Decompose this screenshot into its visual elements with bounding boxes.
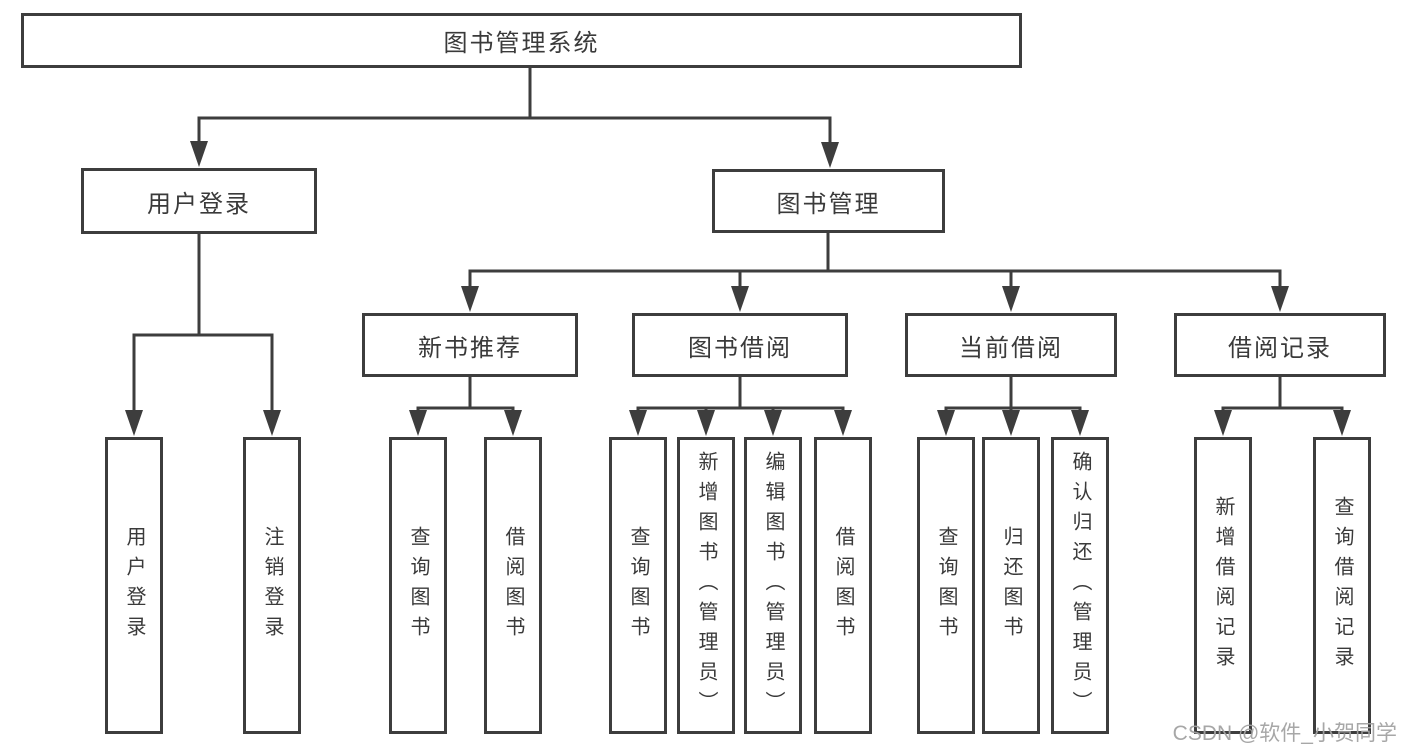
connector-book-management: [468, 231, 1282, 292]
node-user-login: 用户登录: [81, 168, 317, 234]
connector-borrow-records: [1221, 375, 1344, 415]
connector-user-login: [132, 232, 274, 416]
csdn-watermark: CSDN @软件_小贺同学: [1172, 722, 1397, 745]
leaf-logout: 注销登录: [243, 437, 301, 734]
leaf-add-borrow-record: 新增借阅记录: [1194, 437, 1252, 734]
node-borrow-records: 借阅记录: [1174, 313, 1386, 377]
leaf-borrow-books: 借阅图书: [814, 437, 872, 734]
leaf-edit-books-admin: 编辑图书（管理员）: [744, 437, 802, 734]
leaf-confirm-return-admin: 确认归还（管理员）: [1051, 437, 1109, 734]
connector-book-borrow: [636, 375, 845, 415]
leaf-add-books-admin: 新增图书（管理员）: [677, 437, 735, 734]
leaf-user-login: 用户登录: [105, 437, 163, 734]
leaf-return-books: 归还图书: [982, 437, 1040, 734]
leaf-borrow-books-recommend: 借阅图书: [484, 437, 542, 734]
leaf-query-borrow-record: 查询借阅记录: [1313, 437, 1371, 734]
leaf-query-books-borrow: 查询图书: [609, 437, 667, 734]
node-book-borrow: 图书借阅: [632, 313, 848, 377]
connector-root: [197, 66, 832, 148]
leaf-query-books-recommend: 查询图书: [389, 437, 447, 734]
leaf-query-books-current: 查询图书: [917, 437, 975, 734]
node-current-borrow: 当前借阅: [905, 313, 1117, 377]
node-library-management-system: 图书管理系统: [21, 13, 1022, 68]
connector-current-borrow: [944, 375, 1082, 415]
node-new-book-recommend: 新书推荐: [362, 313, 578, 377]
node-book-management: 图书管理: [712, 169, 945, 233]
connector-new-book-recommend: [416, 375, 515, 415]
